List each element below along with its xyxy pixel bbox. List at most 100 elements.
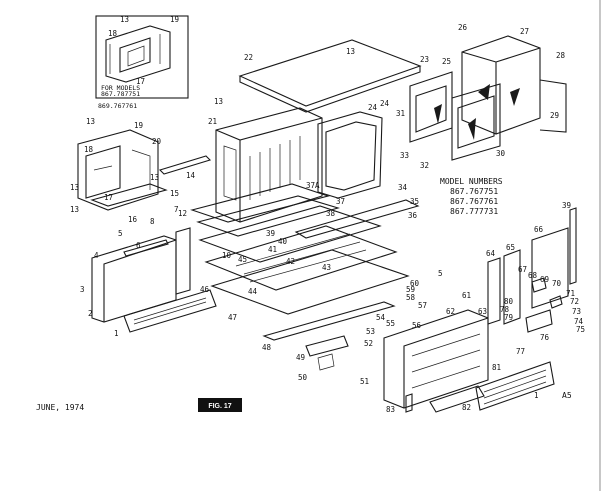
svg-text:37: 37 bbox=[336, 197, 345, 206]
svg-text:78: 78 bbox=[500, 305, 510, 314]
model-number-3: 867.777731 bbox=[450, 207, 498, 216]
svg-text:37A: 37A bbox=[306, 181, 320, 190]
svg-text:67: 67 bbox=[518, 265, 527, 274]
inset-caption-1: FOR MODELS bbox=[101, 84, 140, 92]
svg-text:13: 13 bbox=[214, 97, 223, 106]
figure-label: FIG. 17 bbox=[208, 403, 231, 410]
svg-text:69: 69 bbox=[540, 275, 549, 284]
svg-text:53: 53 bbox=[366, 327, 375, 336]
diagram-date: JUNE, 1974 bbox=[36, 403, 84, 412]
svg-text:25: 25 bbox=[442, 57, 451, 66]
svg-text:64: 64 bbox=[486, 249, 496, 258]
svg-text:36: 36 bbox=[408, 211, 418, 220]
top-panel: 22 13 23 bbox=[238, 39, 429, 113]
svg-text:29: 29 bbox=[550, 111, 559, 120]
svg-text:83: 83 bbox=[386, 405, 395, 414]
svg-text:13: 13 bbox=[86, 117, 95, 126]
inset-caption-2: 867.787751 bbox=[101, 90, 140, 98]
svg-text:16: 16 bbox=[128, 215, 138, 224]
svg-text:62: 62 bbox=[446, 307, 455, 316]
svg-text:28: 28 bbox=[556, 51, 566, 60]
svg-text:55: 55 bbox=[386, 319, 395, 328]
svg-text:13: 13 bbox=[346, 47, 355, 56]
svg-text:2: 2 bbox=[88, 309, 93, 318]
svg-text:13: 13 bbox=[120, 15, 129, 24]
right-control-panel: 64 65 66 39 67 68 69 70 71 72 73 74 75 7… bbox=[486, 201, 585, 356]
svg-text:47: 47 bbox=[228, 313, 237, 322]
svg-text:82: 82 bbox=[462, 403, 471, 412]
svg-text:23: 23 bbox=[420, 55, 429, 64]
svg-text:39: 39 bbox=[562, 201, 571, 210]
svg-text:30: 30 bbox=[496, 149, 506, 158]
svg-text:75: 75 bbox=[576, 325, 585, 334]
blower-assembly: 13 19 18 20 13 17 13 13 16 14 15 bbox=[70, 117, 212, 224]
svg-text:50: 50 bbox=[298, 373, 308, 382]
svg-text:17: 17 bbox=[104, 193, 113, 202]
model-number-1: 867.767751 bbox=[450, 187, 498, 196]
svg-text:5: 5 bbox=[438, 269, 443, 278]
svg-text:22: 22 bbox=[244, 53, 253, 62]
svg-text:57: 57 bbox=[418, 301, 427, 310]
svg-text:20: 20 bbox=[152, 137, 162, 146]
svg-text:13: 13 bbox=[70, 183, 79, 192]
svg-text:41: 41 bbox=[268, 245, 277, 254]
svg-text:42: 42 bbox=[286, 257, 295, 266]
svg-text:34: 34 bbox=[398, 183, 408, 192]
svg-text:1: 1 bbox=[534, 391, 539, 400]
svg-text:35: 35 bbox=[410, 197, 419, 206]
svg-text:10: 10 bbox=[222, 251, 232, 260]
svg-text:40: 40 bbox=[278, 237, 288, 246]
svg-text:79: 79 bbox=[504, 313, 513, 322]
svg-text:72: 72 bbox=[570, 297, 579, 306]
svg-text:60: 60 bbox=[410, 279, 420, 288]
svg-text:26: 26 bbox=[458, 23, 468, 32]
svg-text:77: 77 bbox=[516, 347, 525, 356]
svg-text:48: 48 bbox=[262, 343, 272, 352]
svg-text:1: 1 bbox=[114, 329, 119, 338]
svg-text:13: 13 bbox=[150, 173, 159, 182]
svg-text:81: 81 bbox=[492, 363, 501, 372]
svg-text:61: 61 bbox=[462, 291, 471, 300]
svg-text:32: 32 bbox=[420, 161, 429, 170]
model-numbers-block: MODEL NUMBERS 867.767751 867.767761 867.… bbox=[440, 177, 503, 216]
corner-mark: A5 bbox=[562, 391, 572, 400]
svg-text:24: 24 bbox=[380, 99, 390, 108]
side-panel: 24 24 34 31 33 32 bbox=[317, 99, 429, 199]
main-cabinet: 13 21 37A 37 38 bbox=[190, 97, 345, 237]
front-grille-panel: 5 61 62 63 81 82 83 1 bbox=[383, 269, 555, 414]
svg-text:71: 71 bbox=[566, 289, 575, 298]
inset-caption-3: 869.767761 bbox=[98, 102, 137, 110]
svg-text:52: 52 bbox=[364, 339, 373, 348]
svg-text:13: 13 bbox=[70, 205, 79, 214]
svg-text:6: 6 bbox=[136, 241, 141, 250]
svg-text:43: 43 bbox=[322, 263, 331, 272]
svg-text:15: 15 bbox=[170, 189, 179, 198]
base-assembly: 39 40 41 42 43 45 10 44 46 47 35 36 bbox=[198, 197, 420, 322]
svg-text:51: 51 bbox=[360, 377, 369, 386]
figure-badge: FIG. 17 bbox=[198, 398, 242, 412]
svg-text:65: 65 bbox=[506, 243, 515, 252]
svg-text:58: 58 bbox=[406, 293, 416, 302]
control-strip: 48 49 50 51 52 53 54 55 56 57 58 59 60 bbox=[262, 279, 427, 386]
svg-text:17: 17 bbox=[136, 77, 145, 86]
svg-text:49: 49 bbox=[296, 353, 305, 362]
svg-text:80: 80 bbox=[504, 297, 514, 306]
svg-text:7: 7 bbox=[174, 205, 179, 214]
svg-text:14: 14 bbox=[186, 171, 196, 180]
svg-text:73: 73 bbox=[572, 307, 581, 316]
inset-model-detail: 18 17 13 19 FOR MODELS 867.787751 bbox=[95, 15, 189, 99]
svg-text:59: 59 bbox=[406, 285, 415, 294]
svg-text:66: 66 bbox=[534, 225, 544, 234]
svg-text:38: 38 bbox=[326, 209, 336, 218]
svg-text:3: 3 bbox=[80, 285, 85, 294]
svg-text:19: 19 bbox=[134, 121, 143, 130]
svg-text:21: 21 bbox=[208, 117, 217, 126]
svg-text:54: 54 bbox=[376, 313, 386, 322]
svg-text:44: 44 bbox=[248, 287, 258, 296]
svg-text:56: 56 bbox=[412, 321, 422, 330]
svg-text:33: 33 bbox=[400, 151, 409, 160]
svg-text:27: 27 bbox=[520, 27, 529, 36]
svg-text:8: 8 bbox=[150, 217, 155, 226]
svg-text:46: 46 bbox=[200, 285, 210, 294]
